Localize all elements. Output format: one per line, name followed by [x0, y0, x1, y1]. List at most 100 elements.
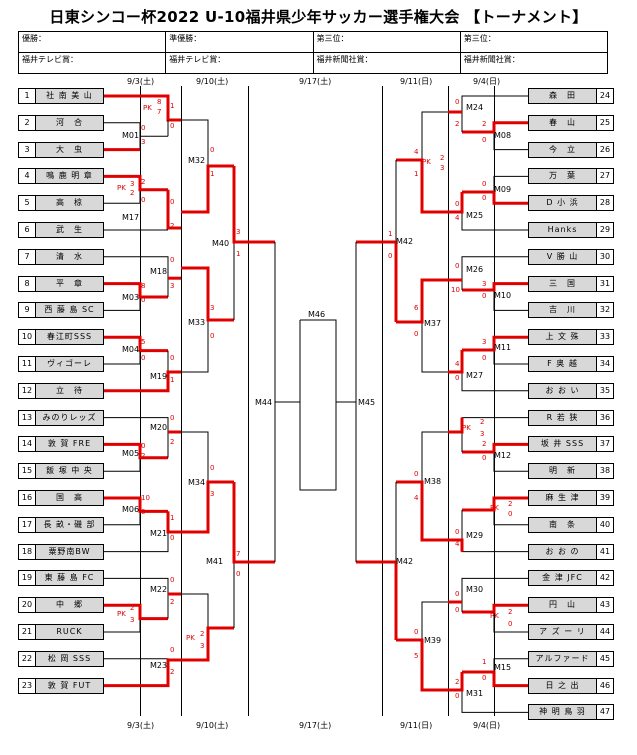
team-name: D 小 浜 [529, 196, 596, 211]
bracket-line-42 [232, 482, 275, 564]
bracket-line-69 [448, 538, 464, 552]
date-right-r2: 9/11(日) [400, 77, 433, 86]
team-name: ア ズ ー リ [529, 625, 596, 639]
score: 0 [170, 646, 174, 654]
score: 2 [130, 189, 134, 197]
date-right-r1: 9/4(日) [473, 77, 501, 86]
team-number: 8 [19, 276, 36, 291]
bracket-line-40 [232, 166, 275, 244]
score: 7 [236, 550, 240, 558]
team-number: 39 [596, 491, 613, 505]
score: 3 [130, 180, 134, 188]
match-label-m15: M15 [494, 663, 511, 672]
score: 3 [482, 280, 486, 288]
score: 0 [141, 196, 145, 204]
score: 1 [170, 514, 174, 522]
score: 0 [141, 296, 145, 304]
bracket-line-51 [462, 190, 528, 205]
team-name: 坂 井 SSS [529, 437, 596, 452]
team-number: 40 [596, 517, 613, 532]
match-label-m11: M11 [494, 343, 511, 352]
bracket-line-75 [462, 670, 528, 688]
team-name: 清 水 [36, 249, 103, 264]
team-number: 9 [19, 303, 36, 318]
score: 3 [482, 338, 486, 346]
team-number: 1 [19, 89, 36, 103]
score: 2 [130, 604, 134, 612]
score: 0 [414, 470, 418, 478]
team-number: 18 [19, 544, 36, 559]
bracket-line-19 [104, 417, 169, 458]
team-name: みのりレッズ [36, 410, 103, 425]
score: 0 [482, 454, 486, 462]
match-label-m41: M41 [206, 557, 223, 566]
bracket-line-65 [448, 417, 464, 434]
bracket-line-83 [396, 480, 448, 542]
team-number: 43 [596, 598, 613, 613]
team-name: 南 条 [529, 517, 596, 532]
bracket-line-31 [181, 119, 209, 213]
score: 0 [141, 508, 145, 516]
team-number: 28 [596, 196, 613, 211]
score: 0 [170, 576, 174, 584]
match-label-m10: M10 [494, 291, 511, 300]
score: 8 [141, 282, 145, 290]
score: 2 [141, 178, 145, 186]
score: 4 [414, 494, 419, 502]
score: 4 [455, 360, 460, 368]
pk-label-m14: PK [490, 612, 499, 620]
score: 0 [141, 124, 145, 132]
score: 0 [508, 620, 512, 628]
match-label-m06: M06 [122, 505, 139, 514]
score: 10 [141, 494, 150, 502]
score: 0 [455, 98, 459, 106]
score: 2 [200, 630, 204, 638]
team-name: 武 生 [36, 223, 103, 237]
page-title: 日東シンコー杯2022 U-10福井県少年サッカー選手権大会 【トーナメント】 [49, 8, 588, 26]
team-number: 12 [19, 383, 36, 398]
team-number: 36 [596, 410, 613, 425]
bracket-line-34 [181, 266, 234, 322]
score: 0 [455, 606, 459, 614]
team-name: 春 山 [529, 115, 596, 130]
match-label-m25: M25 [466, 211, 483, 220]
team-name: 平 章 [36, 276, 103, 291]
date-left-r2-bottom: 9/10(土) [196, 721, 229, 730]
bracket-line-11 [104, 256, 169, 297]
team-number: 37 [596, 437, 613, 452]
team-number: 7 [19, 249, 36, 264]
score: 0 [482, 136, 486, 144]
score: 3 [130, 616, 134, 624]
pk-label-m13: PK [490, 504, 499, 512]
team-name: 三 国 [529, 276, 596, 291]
match-label-m40: M40 [212, 239, 229, 248]
team-name: お お の [529, 544, 596, 559]
score: 1 [414, 170, 418, 178]
team-number: 44 [596, 625, 613, 639]
score: 0 [482, 194, 486, 202]
match-label-m20: M20 [150, 423, 167, 432]
match-label-m42-bottom: M42 [396, 557, 413, 566]
team-number: 35 [596, 383, 613, 398]
score: 0 [455, 262, 459, 270]
score: 2 [141, 452, 145, 460]
team-name: 敦 賀 FUT [36, 678, 103, 693]
team-name: 河 合 [36, 115, 103, 130]
team-number: 45 [596, 651, 613, 666]
team-number: 24 [596, 89, 613, 103]
pk-label-m02: PK [117, 184, 126, 192]
score: 1 [210, 170, 214, 178]
match-label-m05: M05 [122, 449, 139, 458]
